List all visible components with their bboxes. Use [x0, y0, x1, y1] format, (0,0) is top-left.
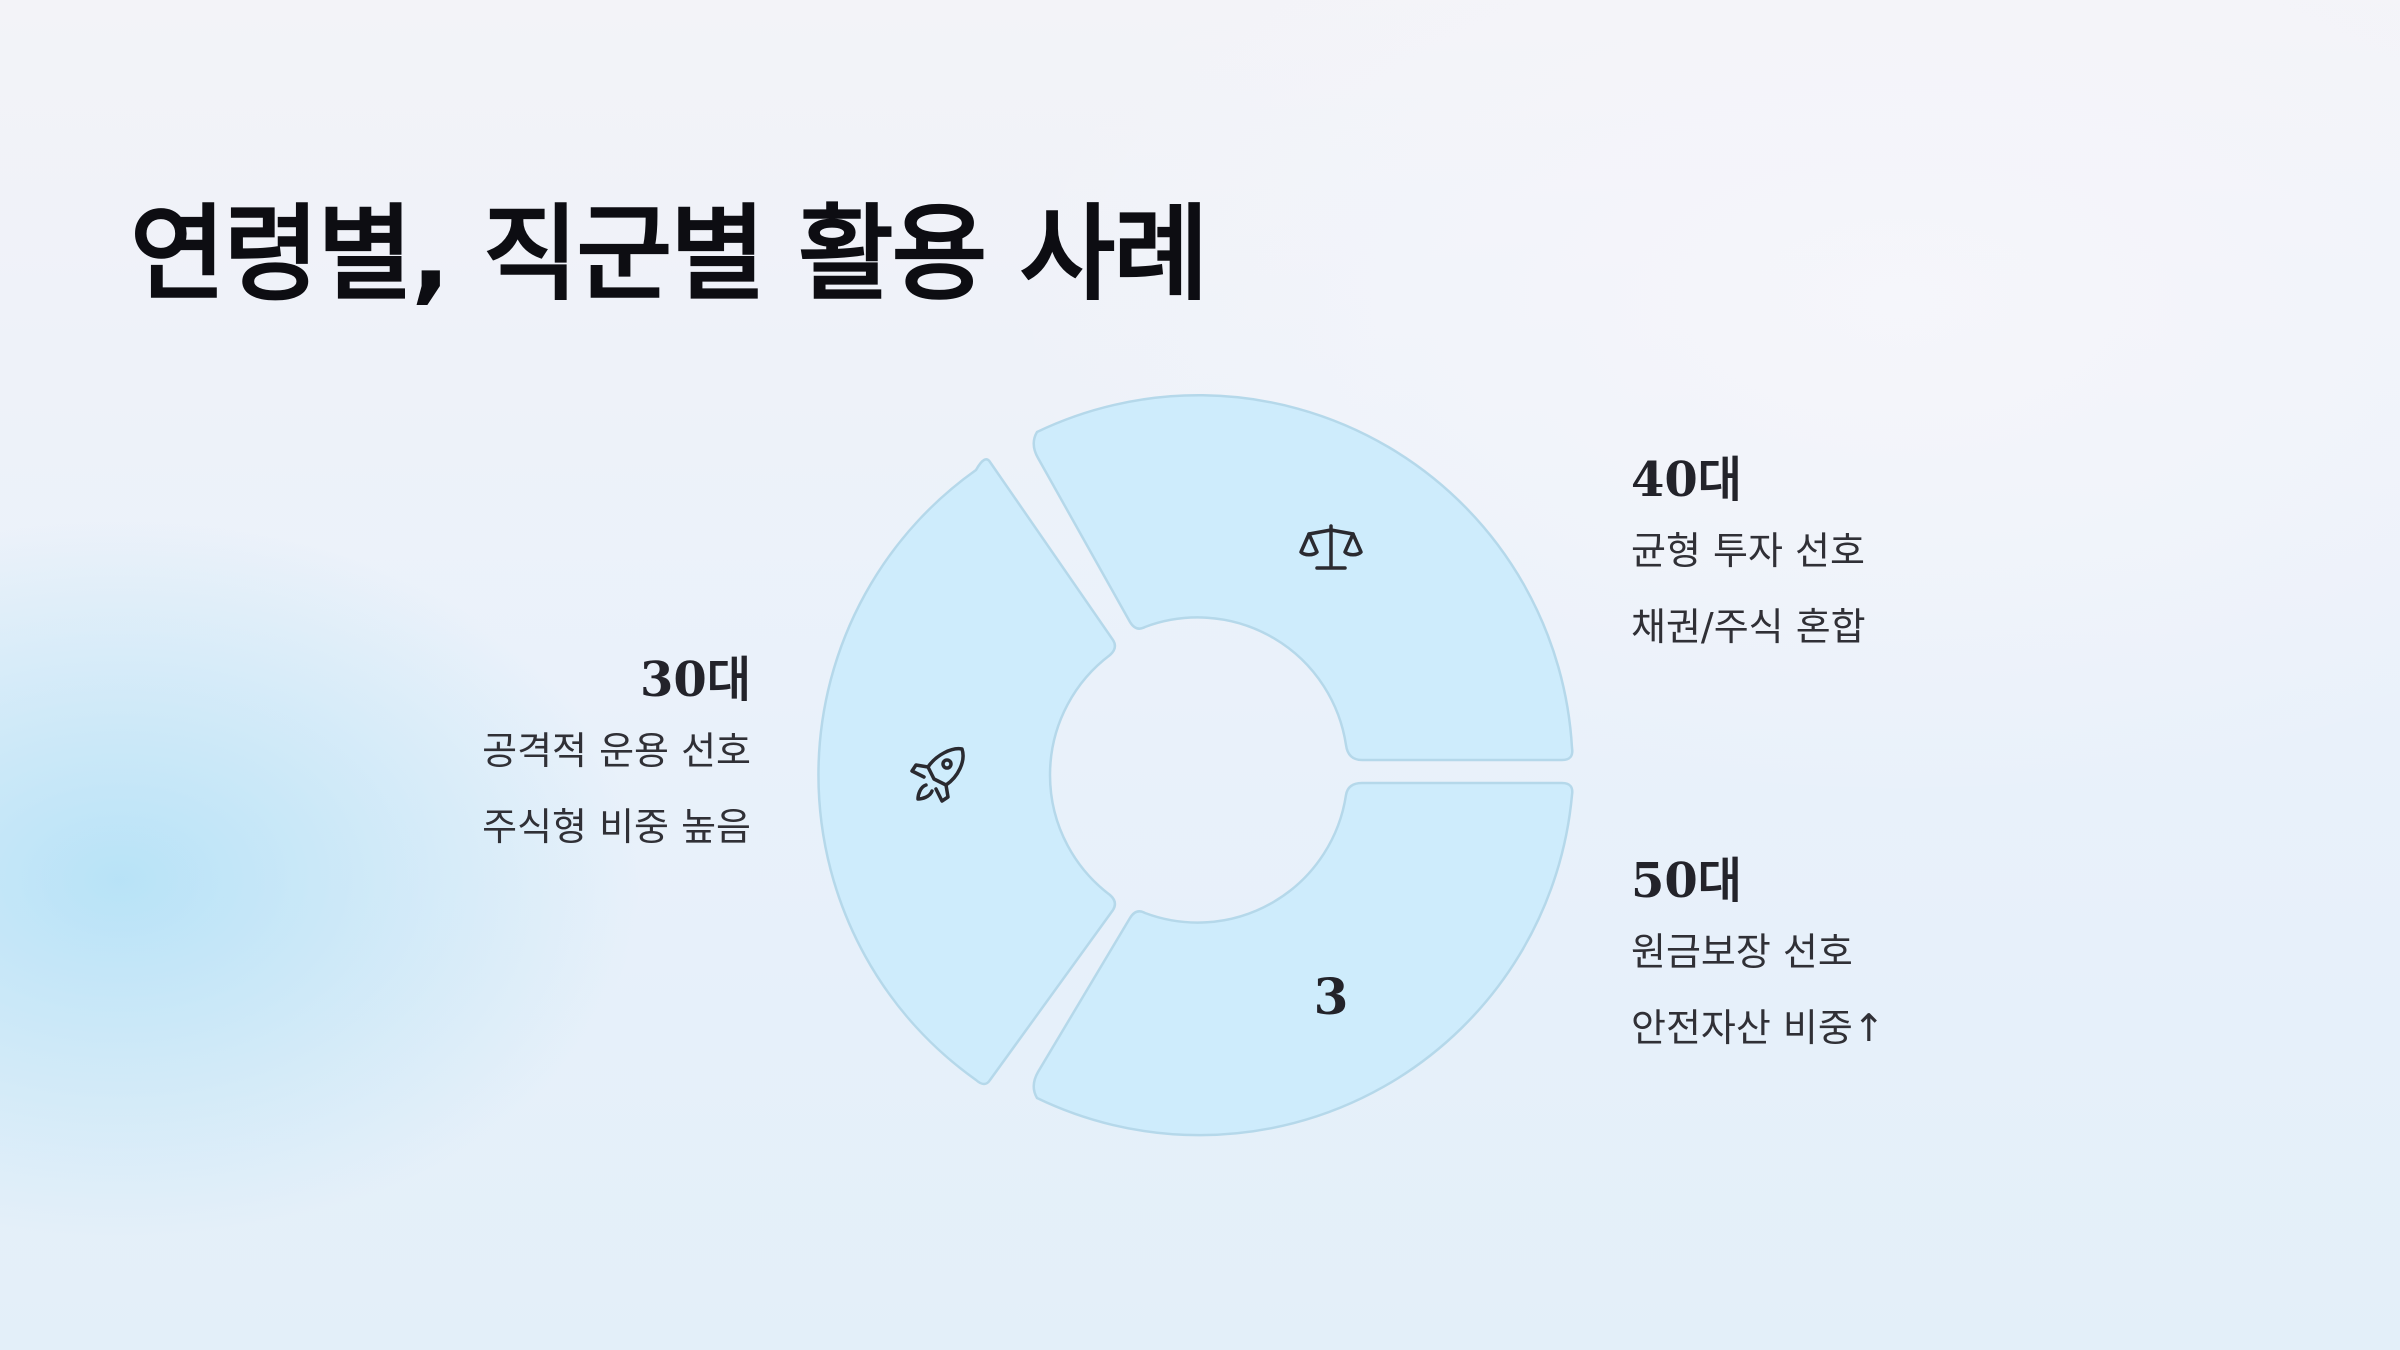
label-heading: 50대	[1631, 853, 1742, 909]
segment-40s	[1032, 394, 1574, 762]
scale-icon	[1299, 524, 1363, 570]
label-line: 공격적 운용 선호	[482, 729, 751, 774]
page-title: 연령별, 직군별 활용 사례	[130, 193, 1209, 315]
label-line: 원금보장 선호	[1631, 930, 1853, 975]
label-line: 균형 투자 선호	[1631, 529, 1865, 574]
segment-number: 3	[1314, 967, 1349, 1026]
label-heading: 30대	[640, 652, 751, 708]
segment-30s	[817, 458, 1117, 1086]
label-50s: 50대 원금보장 선호 안전자산 비중↑	[1631, 853, 2051, 1085]
label-line: 안전자산 비중↑	[1631, 1006, 1885, 1051]
rocket-icon	[910, 746, 965, 803]
label-line: 주식형 비중 높음	[482, 805, 751, 850]
label-30s: 30대 공격적 운용 선호 주식형 비중 높음	[331, 652, 751, 884]
segment-50s	[1032, 781, 1574, 1137]
label-heading: 40대	[1631, 452, 1742, 508]
label-line: 채권/주식 혼합	[1631, 605, 1866, 650]
label-40s: 40대 균형 투자 선호 채권/주식 혼합	[1631, 452, 2051, 684]
